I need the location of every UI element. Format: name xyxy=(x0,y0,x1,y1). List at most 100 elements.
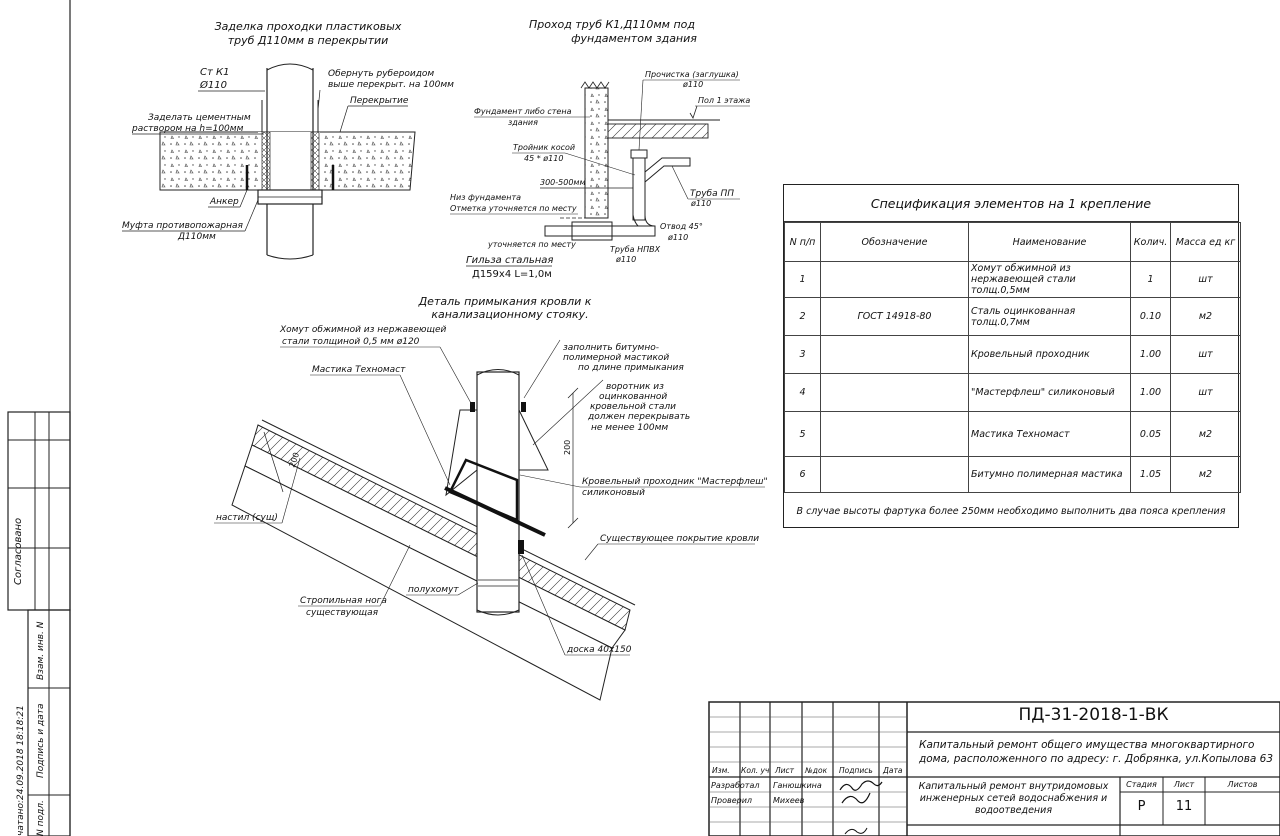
spec-col-unit: Масса ед кг xyxy=(1170,222,1241,262)
hdr-ndoc: №док xyxy=(805,766,828,775)
detail2-bottom-label2: Отметка уточняется по месту xyxy=(450,204,577,213)
detail1-anchor-label: Анкер xyxy=(209,197,239,207)
detail3-master-label2: силиконовый xyxy=(582,488,645,498)
cell-qty: 1 xyxy=(1130,261,1171,298)
detail3-fill-label2: полимерной мастикой xyxy=(563,353,669,363)
detail1-slab-label: Перекрытие xyxy=(350,96,409,106)
spec-col-name: Наименование xyxy=(968,222,1131,262)
spec-note: В случае высоты фартука более 250мм необ… xyxy=(796,505,1226,517)
sheets-label: Листов xyxy=(1227,780,1258,789)
detail1-title-line1: Заделка проходки пластиковых xyxy=(215,20,402,33)
cell-unit: м2 xyxy=(1170,411,1241,457)
detail2-found-label2: здания xyxy=(508,118,538,127)
cell-qty: 1.00 xyxy=(1130,335,1171,374)
cell-num: 2 xyxy=(784,297,821,336)
detail3-clamp-label2: стали толщиной 0,5 мм ø120 xyxy=(282,337,420,347)
spec-col-num: N п/п xyxy=(784,222,821,262)
agreed-label: Согласовано xyxy=(13,518,24,585)
cell-designation xyxy=(820,261,969,298)
detail3-collar-label4: должен перекрывать xyxy=(587,412,690,422)
spec-grid: N п/п Обозначение Наименование Колич. Ма… xyxy=(784,222,1241,493)
detail-3-roof-junction: Деталь примыкания кровли к канализационн… xyxy=(214,295,768,701)
detail2-pp-label2: ø110 xyxy=(690,199,711,208)
detail3-rafter-label1: Стропильная нога xyxy=(300,596,387,606)
inv-label: N подл. xyxy=(36,800,46,836)
cell-name: Хомут обжимной из нержавеющей стали толщ… xyxy=(968,261,1131,298)
detail2-tee-label2: 45 * ø110 xyxy=(524,154,563,163)
spec-col-designation: Обозначение xyxy=(820,222,969,262)
sheet-label: Лист xyxy=(1173,780,1195,789)
table-row: 6 Битумно полимерная мастика 1.05 м2 xyxy=(784,456,1241,493)
title-block-grid xyxy=(708,701,1280,836)
detail2-elbow-label1: Отвод 45° xyxy=(660,222,703,231)
spec-col-qty: Колич. xyxy=(1130,222,1171,262)
developer-role: Разработал xyxy=(711,781,760,790)
detail2-bottom-label1: Низ фундамента xyxy=(450,193,521,202)
detail1-seal-label2: раствором на h=100мм xyxy=(131,124,244,134)
cell-name: Битумно полимерная мастика xyxy=(968,456,1131,493)
cell-num: 1 xyxy=(784,261,821,298)
stage-label: Стадия xyxy=(1126,780,1157,789)
detail3-dim-vertical: 200 xyxy=(563,440,572,455)
detail-1-slab-penetration: Заделка проходки пластиковых труб Д110мм… xyxy=(122,20,454,260)
hdr-kol: Кол. уч xyxy=(741,766,770,775)
approval-strip: Согласовано Взам. инв. N Подпись и дата … xyxy=(7,411,71,836)
detail3-deck-label: настил (сущ) xyxy=(216,513,278,523)
cell-qty: 1.05 xyxy=(1130,456,1171,493)
spec-header-row: N п/п Обозначение Наименование Колич. Ма… xyxy=(784,222,1241,262)
detail3-collar-label5: не менее 100мм xyxy=(591,423,668,433)
cell-name: Кровельный проходник xyxy=(968,335,1131,374)
work-line2: инженерных сетей водоснабжения и xyxy=(919,793,1108,804)
cell-unit: шт xyxy=(1170,335,1241,374)
detail3-existing-label: Существующее покрытие кровли xyxy=(600,534,759,544)
detail1-wrap-label2: выше перекрыт. на 100мм xyxy=(328,80,454,90)
detail1-coupling-label1: Муфта противопожарная xyxy=(122,221,244,231)
detail1-wrap-label1: Обернуть рубероидом xyxy=(328,69,434,79)
work-line1: Капитальный ремонт внутридомовых xyxy=(918,781,1109,792)
detail1-dia-label: Ø110 xyxy=(199,79,227,91)
cell-num: 3 xyxy=(784,335,821,374)
detail1-pipe-label: Ст К1 xyxy=(200,67,229,78)
cell-unit: шт xyxy=(1170,373,1241,412)
detail3-clamp-label1: Хомут обжимной из нержавеющей xyxy=(279,325,446,335)
title-block: ПД-31-2018-1-ВК Капитальный ремонт общег… xyxy=(709,702,1280,836)
stage-value: Р xyxy=(1137,799,1146,814)
object-line1: Капитальный ремонт общего имущества мног… xyxy=(919,739,1255,751)
detail-2-foundation-pass: Проход труб К1,Д110мм под фундаментом зд… xyxy=(450,18,750,280)
print-stamp: чатано:24.09.2018 18:18:21 xyxy=(16,705,26,836)
cell-qty: 0.10 xyxy=(1130,297,1171,336)
cell-num: 6 xyxy=(784,456,821,493)
checker-role: Проверил xyxy=(711,796,753,805)
detail3-title-line2: канализационному стояку. xyxy=(431,308,588,321)
cell-designation xyxy=(820,335,969,374)
table-row: 3 Кровельный проходник 1.00 шт xyxy=(784,335,1241,374)
cell-num: 4 xyxy=(784,373,821,412)
specification-table: Спецификация элементов на 1 крепление N … xyxy=(783,184,1241,528)
detail2-clean-dia: ø110 xyxy=(682,80,703,89)
detail2-pp-label1: Труба ПП xyxy=(690,189,734,199)
detail3-collar-label3: кровельной стали xyxy=(590,402,676,412)
detail2-spec-place: уточняется по месту xyxy=(487,240,576,249)
cell-name: Сталь оцинкованная толщ.0,7мм xyxy=(968,297,1131,336)
cell-designation xyxy=(820,411,969,457)
work-line3: водоотведения xyxy=(974,805,1053,816)
detail3-rafter-label2: существующая xyxy=(306,608,379,618)
checker-name: Михеев xyxy=(773,796,805,805)
cell-designation xyxy=(820,456,969,493)
table-row: 5 Мастика Техномаст 0.05 м2 xyxy=(784,411,1241,457)
detail3-title-line1: Деталь примыкания кровли к xyxy=(418,295,592,308)
cell-designation: ГОСТ 14918-80 xyxy=(820,297,969,336)
cell-unit: м2 xyxy=(1170,297,1241,336)
cell-unit: м2 xyxy=(1170,456,1241,493)
cell-unit: шт xyxy=(1170,261,1241,298)
vzam-label: Взам. инв. N xyxy=(36,621,46,680)
document-code: ПД-31-2018-1-ВК xyxy=(1018,705,1169,725)
sheet-value: 11 xyxy=(1175,799,1193,814)
spec-title: Спецификация элементов на 1 крепление xyxy=(784,185,1238,222)
detail3-collar-label1: воротник из xyxy=(606,382,664,392)
detail2-floor-label: Пол 1 этажа xyxy=(698,96,750,105)
detail3-fill-label3: по длине примыкания xyxy=(578,363,684,373)
detail3-mastic-label: Мастика Техномаст xyxy=(312,365,406,375)
table-row: 2 ГОСТ 14918-80 Сталь оцинкованная толщ.… xyxy=(784,297,1241,336)
object-line2: дома, расположенного по адресу: г. Добря… xyxy=(919,753,1274,765)
